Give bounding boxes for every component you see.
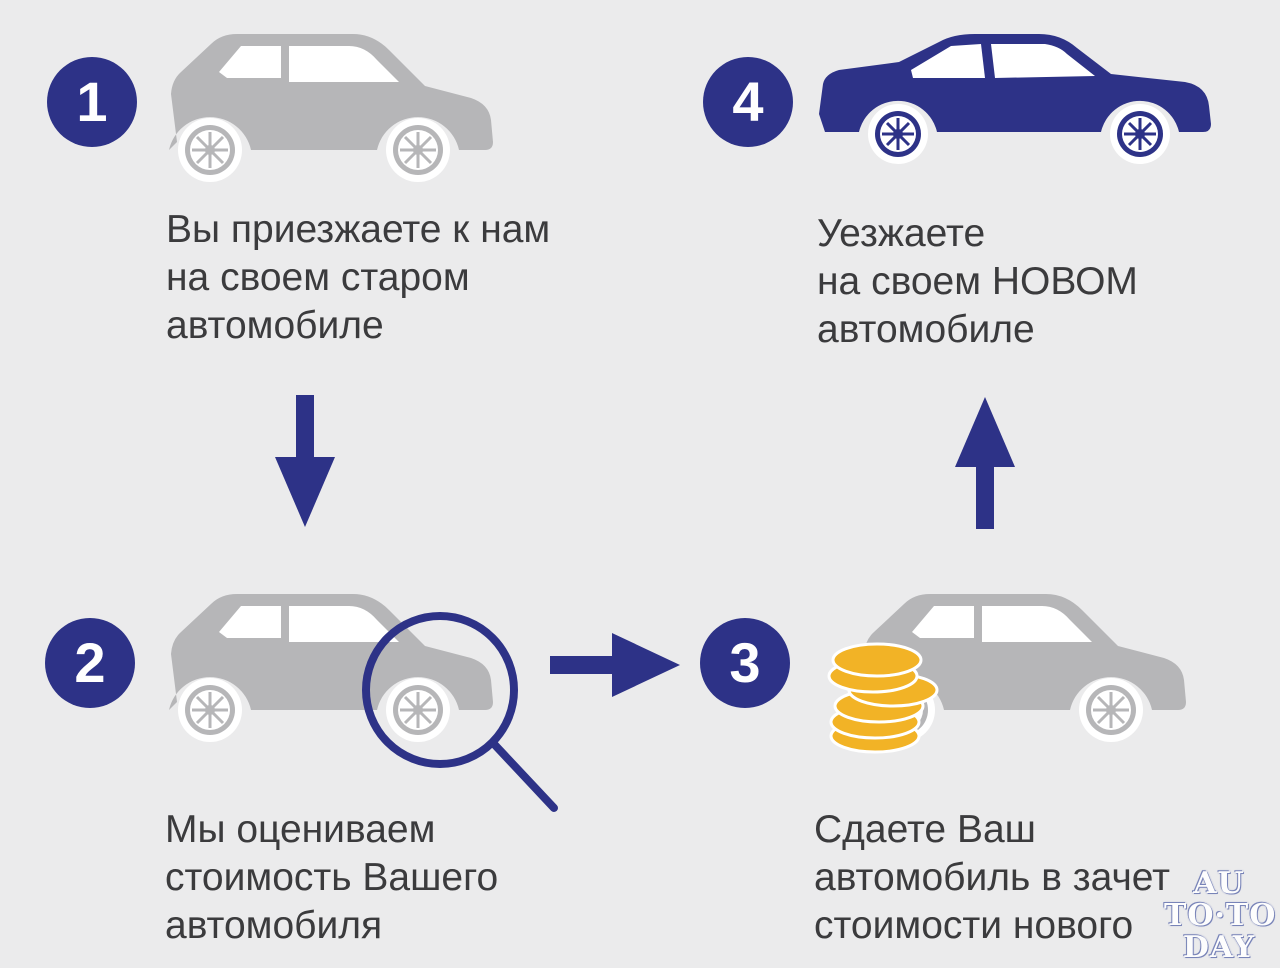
hatchback-car-icon — [167, 32, 495, 184]
watermark-logo: AU TO·TO DAY — [1164, 866, 1277, 965]
step-3-number-badge: 3 — [700, 618, 790, 708]
step-1-caption-line-3: автомобиле — [166, 304, 384, 347]
step-3-caption-line-1: Сдаете Ваш — [814, 808, 1036, 851]
coins-icon — [827, 642, 939, 754]
step-1-caption-line-2: на своем старом — [166, 256, 470, 299]
arrow-up-icon — [955, 397, 1015, 529]
magnifier-icon — [362, 612, 558, 812]
arrow-right-icon — [550, 633, 680, 697]
arrow-down-icon — [275, 395, 335, 527]
watermark-line-2: TO·TO — [1164, 898, 1277, 933]
step-4-caption: Уезжаете на своем НОВОМ автомобиле — [817, 210, 1138, 354]
step-2-caption: Мы оцениваем стоимость Вашего автомобиля — [165, 806, 498, 950]
step-1-number-badge: 1 — [47, 57, 137, 147]
step-3-caption: Сдаете Ваш автомобиль в зачет стоимости … — [814, 806, 1170, 950]
step-1-caption: Вы приезжаете к нам на своем старом авто… — [166, 206, 550, 350]
sedan-car-icon — [817, 32, 1213, 166]
step-2-caption-line-3: автомобиля — [165, 904, 383, 947]
step-4-number-badge: 4 — [703, 57, 793, 147]
step-4-caption-line-2: на своем НОВОМ — [817, 260, 1138, 303]
watermark-line-1: AU — [1193, 866, 1245, 901]
step-2-number-badge: 2 — [45, 618, 135, 708]
step-2-caption-line-1: Мы оцениваем — [165, 808, 436, 851]
step-4-caption-line-3: автомобиле — [817, 308, 1035, 351]
step-3-caption-line-2: автомобиль в зачет — [814, 856, 1171, 899]
step-1-caption-line-1: Вы приезжаете к нам — [166, 208, 551, 251]
step-3-caption-line-3: стоимости нового — [814, 904, 1134, 947]
step-4-caption-line-1: Уезжаете — [817, 212, 986, 255]
watermark-line-3: DAY — [1182, 930, 1256, 965]
step-2-caption-line-2: стоимость Вашего — [165, 856, 499, 899]
